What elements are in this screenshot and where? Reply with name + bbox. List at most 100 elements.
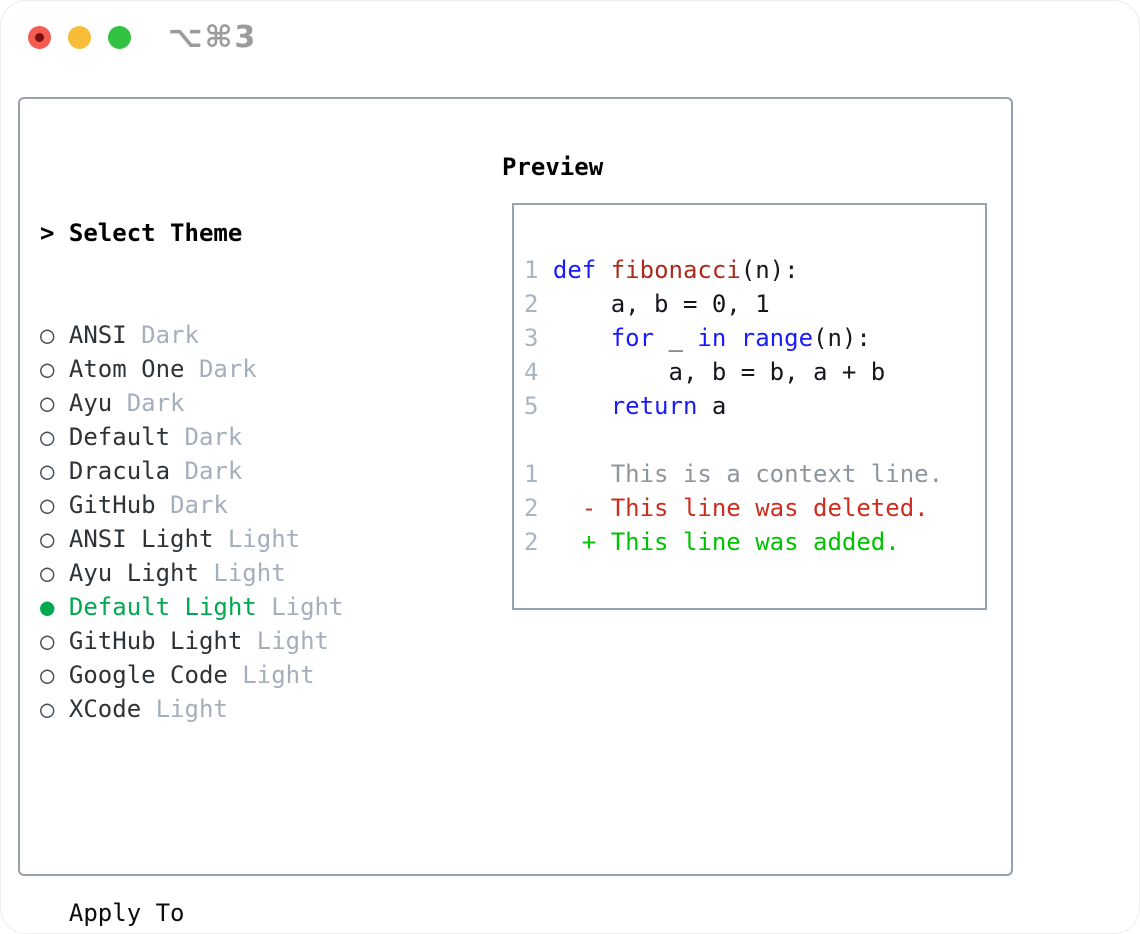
radio-unselected-icon[interactable]: ○ bbox=[40, 525, 69, 553]
theme-option-atom-one[interactable]: ○ Atom One Dark bbox=[40, 352, 500, 386]
code-token-pl bbox=[553, 392, 611, 420]
theme-name: Default bbox=[68, 423, 185, 451]
radio-unselected-icon[interactable]: ○ bbox=[40, 321, 69, 349]
code-line: 5 return a bbox=[524, 389, 985, 423]
code-line: 4 a, b = b, a + b bbox=[524, 355, 985, 389]
theme-variant: Light bbox=[155, 695, 228, 723]
radio-unselected-icon[interactable]: ○ bbox=[40, 457, 69, 485]
theme-name: Google Code bbox=[68, 661, 243, 689]
theme-variant: Dark bbox=[141, 321, 199, 349]
theme-name: ANSI bbox=[68, 321, 142, 349]
radio-selected-icon[interactable]: ● bbox=[40, 593, 69, 621]
theme-variant: Light bbox=[242, 661, 315, 689]
line-number: 1 bbox=[524, 460, 553, 488]
code-line: 1 This is a context line. bbox=[524, 457, 985, 491]
theme-option-ansi-light[interactable]: ○ ANSI Light Light bbox=[40, 522, 500, 556]
theme-name: GitHub Light bbox=[68, 627, 257, 655]
theme-variant: Light bbox=[227, 525, 301, 553]
line-number: 5 bbox=[524, 392, 553, 420]
code-token-kw: in bbox=[697, 324, 727, 352]
code-token-pl bbox=[553, 324, 611, 352]
zoom-traffic-light-icon[interactable] bbox=[108, 26, 131, 49]
theme-name: GitHub bbox=[68, 491, 171, 519]
code-line bbox=[524, 423, 985, 457]
line-number: 2 bbox=[524, 494, 553, 522]
code-token-pl bbox=[596, 256, 610, 284]
code-token-kw: range bbox=[740, 324, 814, 352]
code-token-ctx: This is a context line. bbox=[552, 460, 944, 488]
code-token-pl: (n): bbox=[740, 256, 799, 284]
radio-unselected-icon[interactable]: ○ bbox=[40, 559, 69, 587]
theme-list: ○ ANSI Dark○ Atom One Dark○ Ayu Dark○ De… bbox=[40, 318, 500, 726]
window-shortcut-label: ⌥⌘3 bbox=[168, 20, 258, 55]
close-traffic-light-icon[interactable] bbox=[28, 26, 51, 49]
code-token-kw: def bbox=[552, 256, 597, 284]
line-number: 2 bbox=[524, 290, 553, 318]
radio-unselected-icon[interactable]: ○ bbox=[40, 389, 69, 417]
theme-name: Default Light bbox=[68, 593, 272, 621]
theme-name: Ayu Light bbox=[68, 559, 214, 587]
code-token-kw: for bbox=[610, 324, 655, 352]
theme-option-default[interactable]: ○ Default Dark bbox=[40, 420, 500, 454]
theme-variant: Light bbox=[271, 593, 344, 621]
code-token-del: - This line was deleted. bbox=[552, 494, 929, 522]
code-token-add: + This line was added. bbox=[552, 528, 900, 556]
line-number: 2 bbox=[524, 528, 553, 556]
theme-variant: Dark bbox=[170, 491, 228, 519]
theme-selector-column: > Select Theme ○ ANSI Dark○ Atom One Dar… bbox=[40, 148, 500, 934]
radio-unselected-icon[interactable]: ○ bbox=[40, 423, 69, 451]
line-number: 4 bbox=[524, 358, 553, 386]
theme-option-github[interactable]: ○ GitHub Dark bbox=[40, 488, 500, 522]
code-token-pl: a bbox=[697, 392, 727, 420]
theme-option-github-light[interactable]: ○ GitHub Light Light bbox=[40, 624, 500, 658]
theme-option-xcode[interactable]: ○ XCode Light bbox=[40, 692, 500, 726]
code-token-pl: a, b = 0, 1 bbox=[552, 290, 770, 318]
theme-name: XCode bbox=[68, 695, 156, 723]
theme-variant: Dark bbox=[184, 423, 243, 451]
theme-option-google-code[interactable]: ○ Google Code Light bbox=[40, 658, 500, 692]
preview-title: Preview bbox=[502, 153, 604, 181]
theme-option-ayu[interactable]: ○ Ayu Dark bbox=[40, 386, 500, 420]
theme-variant: Dark bbox=[198, 355, 257, 383]
line-number: 1 bbox=[524, 256, 553, 284]
line-number bbox=[524, 426, 553, 454]
radio-unselected-icon[interactable]: ○ bbox=[40, 661, 69, 689]
code-line: 1 def fibonacci(n): bbox=[524, 253, 985, 287]
theme-option-ayu-light[interactable]: ○ Ayu Light Light bbox=[40, 556, 500, 590]
theme-option-dracula[interactable]: ○ Dracula Dark bbox=[40, 454, 500, 488]
code-line: 3 for _ in range(n): bbox=[524, 321, 985, 355]
radio-unselected-icon[interactable]: ○ bbox=[40, 695, 69, 723]
code-token-pl: a, b = b, a + b bbox=[552, 358, 886, 386]
theme-name: Atom One bbox=[68, 355, 199, 383]
radio-unselected-icon[interactable]: ○ bbox=[40, 491, 69, 519]
code-token-kw: return bbox=[610, 392, 698, 420]
theme-name: Ayu bbox=[68, 389, 127, 417]
theme-name: ANSI Light bbox=[68, 525, 228, 553]
code-line: 2 a, b = 0, 1 bbox=[524, 287, 985, 321]
radio-unselected-icon[interactable]: ○ bbox=[40, 355, 69, 383]
code-token-pl: (n): bbox=[813, 324, 871, 352]
theme-variant: Dark bbox=[184, 457, 243, 485]
code-token-fn: fibonacci bbox=[610, 256, 741, 284]
traffic-lights bbox=[28, 26, 131, 49]
code-line: 2 - This line was deleted. bbox=[524, 491, 985, 525]
theme-variant: Light bbox=[213, 559, 286, 587]
theme-option-ansi[interactable]: ○ ANSI Dark bbox=[40, 318, 500, 352]
titlebar: ⌥⌘3 bbox=[0, 0, 1140, 97]
theme-variant: Light bbox=[256, 627, 329, 655]
theme-dialog-panel: > Select Theme ○ ANSI Dark○ Atom One Dar… bbox=[18, 97, 1013, 927]
theme-name: Dracula bbox=[68, 457, 185, 485]
theme-option-default-light[interactable]: ● Default Light Light bbox=[40, 590, 500, 624]
spacer bbox=[40, 794, 500, 828]
code-token-pl: _ bbox=[654, 324, 698, 352]
radio-unselected-icon[interactable]: ○ bbox=[40, 627, 69, 655]
code-token-pl bbox=[726, 324, 740, 352]
select-theme-title: > Select Theme bbox=[40, 219, 243, 247]
theme-variant: Dark bbox=[126, 389, 185, 417]
minimize-traffic-light-icon[interactable] bbox=[68, 26, 91, 49]
apply-to-title: Apply To bbox=[68, 899, 185, 927]
line-number: 3 bbox=[524, 324, 553, 352]
